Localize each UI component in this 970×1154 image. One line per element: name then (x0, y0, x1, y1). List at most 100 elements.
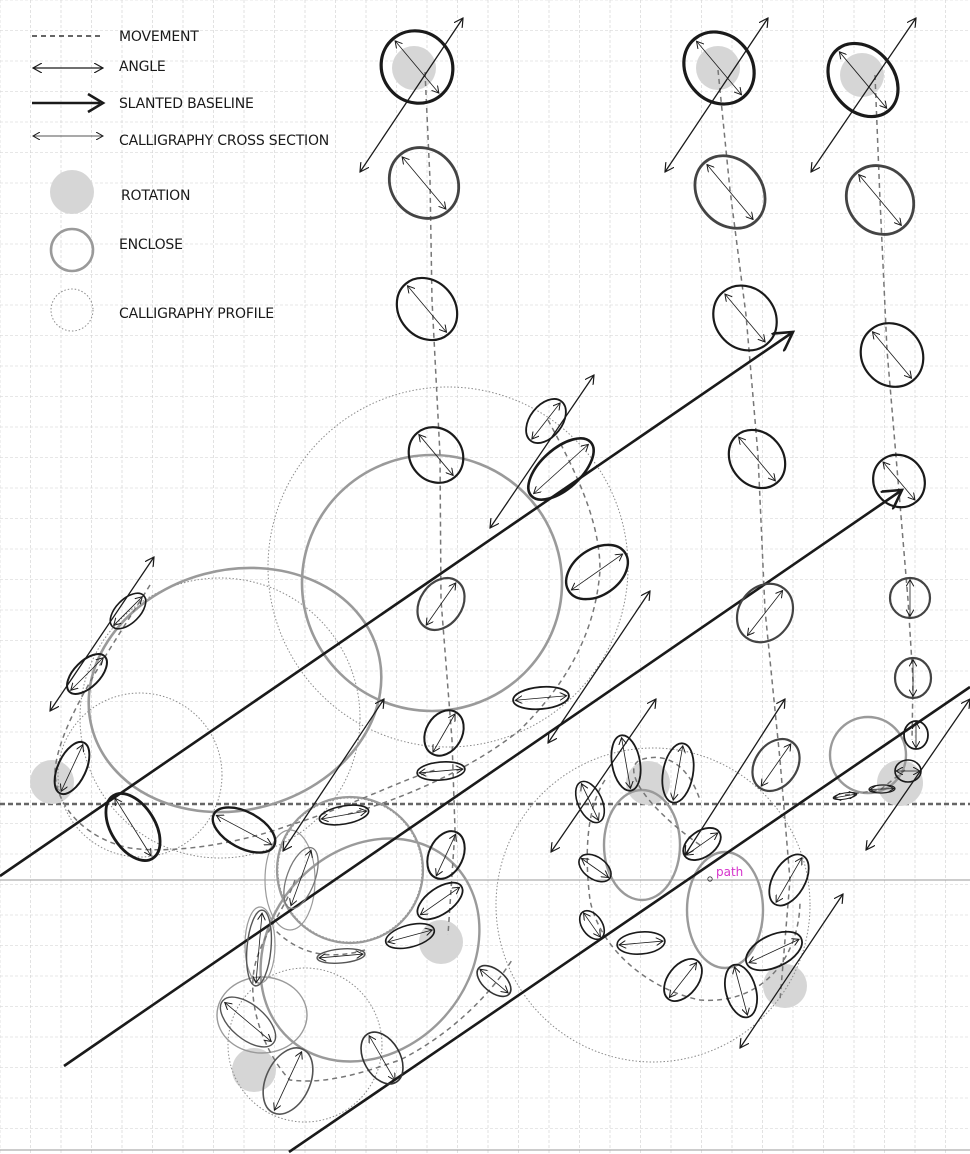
cross-section-line (749, 939, 799, 962)
cross-section-line (581, 784, 598, 821)
cross-section-line (291, 850, 311, 905)
cross-section-line (419, 769, 463, 773)
cross-section-line (839, 52, 886, 108)
cross-section-line (870, 789, 894, 790)
cross-section-ellipse (426, 830, 466, 880)
cross-section-ellipse (407, 426, 465, 484)
cross-section-line (433, 714, 455, 752)
cross-section-ellipses (53, 29, 933, 1115)
cross-section-line (532, 403, 560, 439)
cross-section-ellipse (888, 576, 932, 620)
movement-path (717, 69, 791, 1001)
cross-section-line (697, 41, 742, 95)
angle-arrow (551, 699, 656, 852)
cross-section-ellipse (768, 853, 810, 907)
enclose-shape (828, 715, 908, 795)
cross-section-line (515, 696, 566, 700)
rotation-circle (30, 760, 74, 804)
cross-section-ellipse (416, 576, 466, 632)
cross-section-line (707, 165, 753, 220)
cross-section-ellipse (384, 922, 436, 950)
legend-item-slanted-baseline: SLANTED BASELINE (32, 92, 254, 114)
cross-section-line (622, 738, 631, 789)
cross-section-line (859, 175, 902, 226)
cross-section-ellipse (610, 734, 642, 792)
enclose-shape (87, 566, 383, 814)
cross-section-ellipse (316, 948, 366, 964)
angle-arrow (665, 18, 768, 172)
cross-section-line (216, 815, 271, 844)
cross-section-ellipse (894, 759, 922, 783)
cross-section-ellipse (262, 1047, 314, 1115)
legend-angle-label: ANGLE (119, 59, 166, 75)
cross-section-ellipse (727, 428, 787, 490)
cross-section-line (725, 294, 765, 342)
cross-section-line (426, 583, 456, 625)
cross-section-line (115, 798, 151, 856)
cross-section-line (274, 1052, 301, 1110)
legend-item-enclose: ENCLOSE (49, 227, 183, 273)
cross-section-line (872, 332, 911, 379)
cross-section-line (402, 157, 446, 209)
legend-profile-swatch (50, 288, 94, 332)
cross-section-line (619, 941, 663, 945)
slanted-baseline-arrow (0, 332, 793, 878)
cross-section-line (571, 554, 622, 590)
cross-section-ellipse (512, 685, 570, 711)
cross-section-line (395, 41, 439, 93)
cross-section-line (319, 954, 363, 958)
slanted-baseline-arrow (63, 490, 902, 1068)
legend-rotation-label: ROTATION (121, 188, 190, 204)
angle-arrow (685, 699, 785, 855)
cross-section-line (407, 286, 446, 333)
cross-section-ellipse (360, 1031, 404, 1085)
legend-profile-label: CALLIGRAPHY PROFILE (119, 306, 274, 322)
cross-section-ellipse (859, 322, 925, 388)
enclose-shapes (87, 453, 908, 1063)
angle-arrow (740, 894, 843, 1048)
angle-arrow (50, 557, 154, 711)
legend-item-cross-section: CALLIGRAPHY CROSS SECTION (33, 133, 329, 149)
cross-section-line (534, 444, 589, 493)
cross-section-line (61, 745, 83, 792)
cross-section-ellipse (844, 164, 916, 236)
cross-section-line (114, 597, 143, 626)
legend-item-rotation: ROTATION (50, 170, 190, 214)
cross-section-line (669, 963, 696, 998)
cross-section-line (419, 435, 453, 476)
cross-section-ellipse (712, 284, 778, 352)
cross-section-line (388, 930, 432, 942)
cross-section-line (673, 746, 683, 800)
cross-section-ellipse (682, 30, 756, 106)
cross-section-ellipse (745, 930, 803, 972)
cross-section-ellipse (751, 737, 801, 793)
cross-section-ellipse (724, 963, 758, 1019)
cross-section-line (747, 591, 782, 636)
cross-section-ellipse (379, 29, 455, 105)
cross-section-line (480, 969, 508, 993)
legend-enclose-label: ENCLOSE (119, 237, 183, 253)
cross-section-ellipse (564, 543, 630, 601)
movement-path (344, 419, 601, 816)
slanted-baseline-arrow (288, 685, 970, 1154)
rotation-circle (696, 46, 740, 90)
movement-path (633, 756, 701, 846)
legend-cross-section-label: CALLIGRAPHY CROSS SECTION (119, 133, 329, 149)
angle-arrow (283, 699, 384, 851)
cross-section-line (761, 744, 791, 786)
cross-section-ellipse (616, 931, 666, 955)
legend-baseline-arrowhead (87, 92, 106, 114)
cross-section-line (739, 437, 776, 481)
cross-section-ellipse (893, 656, 933, 700)
angle-arrow (360, 18, 463, 172)
cross-section-line (735, 967, 748, 1015)
cross-section-ellipse (574, 780, 606, 824)
cross-section-line (834, 794, 856, 798)
angle-arrow (548, 591, 650, 743)
cross-section-ellipse (245, 909, 273, 987)
cross-section-line (256, 913, 262, 983)
cross-section-ellipse (735, 582, 795, 644)
cross-section-ellipse (661, 742, 695, 804)
legend-baseline-label: SLANTED BASELINE (119, 96, 254, 112)
